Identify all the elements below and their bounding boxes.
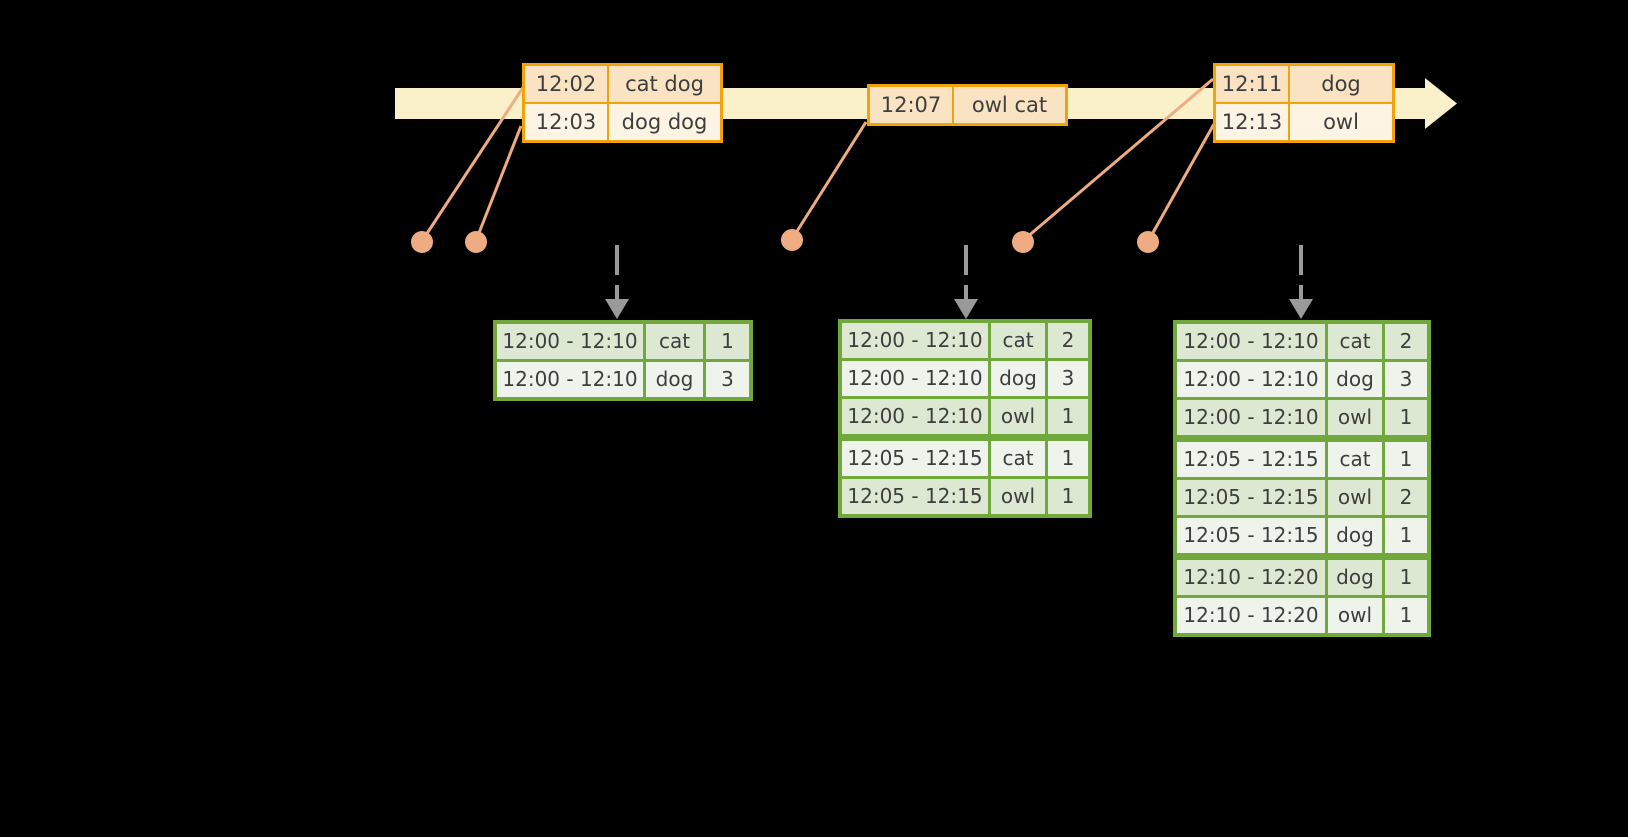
- word-cell: cat: [991, 323, 1045, 358]
- count-cell: 2: [1048, 323, 1088, 358]
- result-table-1: 12:00 - 12:10 cat 1 12:00 - 12:10 dog 3: [493, 320, 753, 401]
- count-cell: 3: [706, 362, 749, 397]
- event-words-cell: owl cat: [954, 87, 1065, 123]
- event-time-cell: 12:03: [525, 104, 607, 140]
- window-cell: 12:00 - 12:10: [842, 323, 988, 358]
- count-cell: 1: [1048, 441, 1088, 476]
- event-row: 12:13 owl: [1216, 104, 1392, 140]
- count-cell: 2: [1385, 324, 1427, 359]
- count-cell: 3: [1048, 361, 1088, 396]
- count-cell: 1: [1385, 400, 1427, 435]
- result-row: 12:05 - 12:15 cat 1: [842, 441, 1088, 476]
- result-row: 12:05 - 12:15 owl 2: [1177, 480, 1427, 515]
- result-row: 12:05 - 12:15 owl 1: [842, 479, 1088, 514]
- word-cell: dog: [1328, 362, 1382, 397]
- event-words-cell: owl: [1290, 104, 1392, 140]
- window-cell: 12:05 - 12:15: [842, 479, 988, 514]
- event-table-3: 12:11 dog 12:13 owl: [1213, 63, 1395, 143]
- event-time-connector-line: [475, 125, 523, 239]
- result-row: 12:00 - 12:10 cat 1: [497, 324, 749, 359]
- count-cell: 1: [1385, 560, 1427, 595]
- result-row: 12:00 - 12:10 dog 3: [497, 362, 749, 397]
- word-cell: owl: [991, 479, 1045, 514]
- result-row: 12:05 - 12:15 dog 1: [1177, 518, 1427, 553]
- count-cell: 1: [1048, 479, 1088, 514]
- event-time-connector-line: [792, 121, 868, 237]
- result-table-2: 12:00 - 12:10 cat 2 12:00 - 12:10 dog 3 …: [838, 319, 1092, 518]
- event-table-1: 12:02 cat dog 12:03 dog dog: [522, 63, 723, 143]
- result-row: 12:05 - 12:15 cat 1: [1177, 442, 1427, 477]
- window-cell: 12:00 - 12:10: [842, 361, 988, 396]
- event-row: 12:02 cat dog: [525, 66, 720, 102]
- count-cell: 1: [1385, 598, 1427, 633]
- word-cell: owl: [1328, 598, 1382, 633]
- result-row: 12:10 - 12:20 owl 1: [1177, 598, 1427, 633]
- event-time-dot: [1137, 231, 1159, 253]
- event-table-2: 12:07 owl cat: [867, 84, 1068, 126]
- window-cell: 12:00 - 12:10: [1177, 400, 1325, 435]
- result-row: 12:10 - 12:20 dog 1: [1177, 560, 1427, 595]
- result-row: 12:00 - 12:10 dog 3: [1177, 362, 1427, 397]
- word-cell: dog: [1328, 560, 1382, 595]
- window-cell: 12:05 - 12:15: [1177, 480, 1325, 515]
- word-cell: owl: [1328, 480, 1382, 515]
- window-cell: 12:00 - 12:10: [497, 324, 643, 359]
- word-cell: cat: [1328, 442, 1382, 477]
- word-cell: dog: [991, 361, 1045, 396]
- event-time-connector-line: [422, 85, 526, 239]
- window-cell: 12:10 - 12:20: [1177, 560, 1325, 595]
- count-cell: 1: [1048, 399, 1088, 434]
- window-cell: 12:00 - 12:10: [1177, 362, 1325, 397]
- event-time-cell: 12:13: [1216, 104, 1288, 140]
- count-cell: 2: [1385, 480, 1427, 515]
- window-cell: 12:00 - 12:10: [497, 362, 643, 397]
- count-cell: 1: [706, 324, 749, 359]
- window-cell: 12:05 - 12:15: [1177, 442, 1325, 477]
- trigger-down-arrow-icon: [1289, 245, 1313, 319]
- event-time-cell: 12:02: [525, 66, 607, 102]
- word-cell: cat: [1328, 324, 1382, 359]
- trigger-down-arrow-icon: [954, 245, 978, 319]
- event-time-dot: [411, 231, 433, 253]
- event-time-connector-line: [1025, 77, 1214, 240]
- event-words-cell: dog dog: [609, 104, 720, 140]
- event-row: 12:03 dog dog: [525, 104, 720, 140]
- window-cell: 12:05 - 12:15: [842, 441, 988, 476]
- result-row: 12:00 - 12:10 owl 1: [842, 399, 1088, 434]
- word-cell: owl: [1328, 400, 1382, 435]
- window-cell: 12:10 - 12:20: [1177, 598, 1325, 633]
- result-row: 12:00 - 12:10 owl 1: [1177, 400, 1427, 435]
- word-cell: cat: [991, 441, 1045, 476]
- result-row: 12:00 - 12:10 cat 2: [1177, 324, 1427, 359]
- event-time-dot: [465, 231, 487, 253]
- result-table-3: 12:00 - 12:10 cat 2 12:00 - 12:10 dog 3 …: [1173, 320, 1431, 637]
- count-cell: 3: [1385, 362, 1427, 397]
- word-cell: dog: [1328, 518, 1382, 553]
- event-time-cell: 12:11: [1216, 66, 1288, 102]
- word-cell: owl: [991, 399, 1045, 434]
- event-time-cell: 12:07: [870, 87, 952, 123]
- event-row: 12:07 owl cat: [870, 87, 1065, 123]
- result-row: 12:00 - 12:10 cat 2: [842, 323, 1088, 358]
- event-words-cell: cat dog: [609, 66, 720, 102]
- event-time-dot: [781, 229, 803, 251]
- word-cell: dog: [646, 362, 703, 397]
- window-cell: 12:05 - 12:15: [1177, 518, 1325, 553]
- count-cell: 1: [1385, 518, 1427, 553]
- count-cell: 1: [1385, 442, 1427, 477]
- window-cell: 12:00 - 12:10: [1177, 324, 1325, 359]
- event-row: 12:11 dog: [1216, 66, 1392, 102]
- result-row: 12:00 - 12:10 dog 3: [842, 361, 1088, 396]
- word-cell: cat: [646, 324, 703, 359]
- window-cell: 12:00 - 12:10: [842, 399, 988, 434]
- trigger-down-arrow-icon: [605, 245, 629, 319]
- event-words-cell: dog: [1290, 66, 1392, 102]
- event-time-dot: [1012, 231, 1034, 253]
- event-time-connector-line: [1148, 123, 1216, 239]
